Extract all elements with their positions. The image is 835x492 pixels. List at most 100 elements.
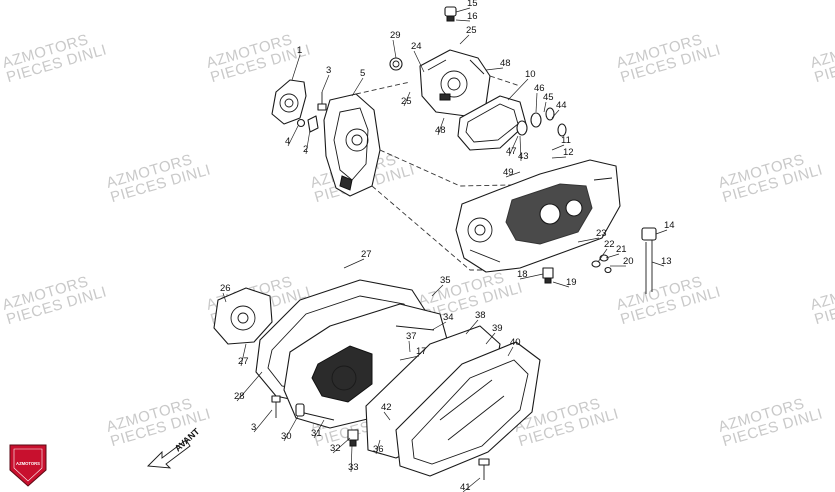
callout-number: 25: [466, 25, 477, 36]
callout-5: 5: [351, 68, 365, 97]
callout-27: 27: [238, 343, 249, 367]
callout-number: 26: [220, 283, 231, 294]
callout-leader: [455, 19, 471, 22]
callout-leader: [597, 248, 608, 263]
callout-22: 22: [597, 239, 615, 263]
callout-leader: [543, 101, 547, 113]
logo-text: AZMOTORS: [16, 461, 40, 466]
callout-36: 36: [373, 439, 384, 455]
callout-number: 23: [596, 228, 607, 239]
callout-leader: [577, 237, 600, 243]
callout-32: 32: [330, 437, 351, 454]
callout-43: 43: [518, 135, 529, 162]
callout-leader: [485, 332, 496, 345]
callout-number: 2: [303, 144, 308, 155]
callout-leader: [605, 253, 620, 259]
callout-number: 4: [285, 136, 290, 147]
callout-leader: [437, 117, 445, 136]
callout-number: 46: [534, 83, 545, 94]
callout-leader: [253, 409, 273, 433]
callout-leader: [332, 437, 351, 454]
callout-leader: [651, 261, 665, 267]
part-dowel-30: [295, 403, 305, 417]
callout-leader: [350, 445, 353, 473]
callout-13: 13: [651, 256, 672, 267]
part-gasket-1: [271, 79, 307, 125]
part-bolt-3: [317, 92, 327, 111]
callout-number: 18: [517, 269, 528, 280]
callout-leader: [455, 7, 471, 13]
callout-number: 28: [234, 391, 245, 402]
callout-leader: [375, 439, 381, 455]
callout-leader: [519, 135, 522, 162]
callout-number: 47: [506, 146, 517, 157]
callout-25: 25: [401, 91, 412, 107]
callout-number: 22: [604, 239, 615, 250]
callout-leader: [413, 50, 425, 73]
callout-number: 30: [281, 431, 292, 442]
callout-leader: [431, 284, 444, 297]
callout-leader: [551, 144, 565, 151]
callout-leader: [305, 129, 311, 155]
callout-28: 28: [234, 371, 263, 402]
callout-leader: [313, 419, 325, 439]
callout-leader: [240, 343, 247, 367]
callout-31: 31: [311, 419, 325, 439]
callout-leader: [519, 273, 544, 280]
callout-number: 16: [467, 11, 478, 22]
callout-12: 12: [551, 147, 574, 159]
callout-leader: [408, 340, 411, 353]
callout-3: 3: [251, 409, 273, 433]
callout-40: 40: [507, 337, 521, 357]
part-cap-15: [444, 6, 457, 22]
callout-number: 12: [563, 147, 574, 158]
callout-23: 23: [577, 228, 607, 243]
callout-leader: [459, 34, 470, 45]
callout-number: 29: [390, 30, 401, 41]
callout-leader: [351, 77, 364, 97]
part-plug-18-19: [542, 267, 554, 284]
callout-number: 43: [518, 151, 529, 162]
callout-leader: [222, 292, 227, 303]
callout-number: 19: [566, 277, 577, 288]
callout-leader: [551, 156, 567, 159]
part-housing-24: [419, 49, 491, 117]
callout-leader: [403, 91, 411, 107]
part-oring-29: [389, 57, 403, 71]
callout-leader: [321, 74, 330, 93]
callout-number: 27: [238, 356, 249, 367]
callout-42: 42: [381, 402, 392, 421]
callout-number: 32: [330, 443, 341, 454]
callout-number: 25: [401, 96, 412, 107]
assembly-outline: [355, 75, 561, 271]
callout-17: 17: [399, 346, 427, 361]
callout-leader: [283, 415, 299, 442]
callout-number: 49: [503, 167, 514, 178]
callout-number: 45: [543, 92, 554, 103]
callout-leader: [287, 125, 299, 147]
callout-number: 38: [475, 310, 486, 321]
callout-3: 3: [321, 65, 331, 93]
callout-48: 48: [435, 117, 446, 136]
callout-number: 15: [467, 0, 478, 9]
part-bolt-41: [478, 458, 490, 480]
callout-number: 24: [411, 41, 422, 52]
callout-number: 35: [440, 275, 451, 286]
callout-48: 48: [485, 58, 511, 71]
part-dowel-2: [307, 115, 319, 133]
callout-10: 10: [507, 69, 536, 101]
callout-leader: [343, 258, 365, 269]
part-cover-26: [213, 287, 273, 345]
callout-leader: [507, 346, 514, 357]
callout-number: 3: [251, 422, 256, 433]
callout-46: 46: [534, 83, 545, 113]
